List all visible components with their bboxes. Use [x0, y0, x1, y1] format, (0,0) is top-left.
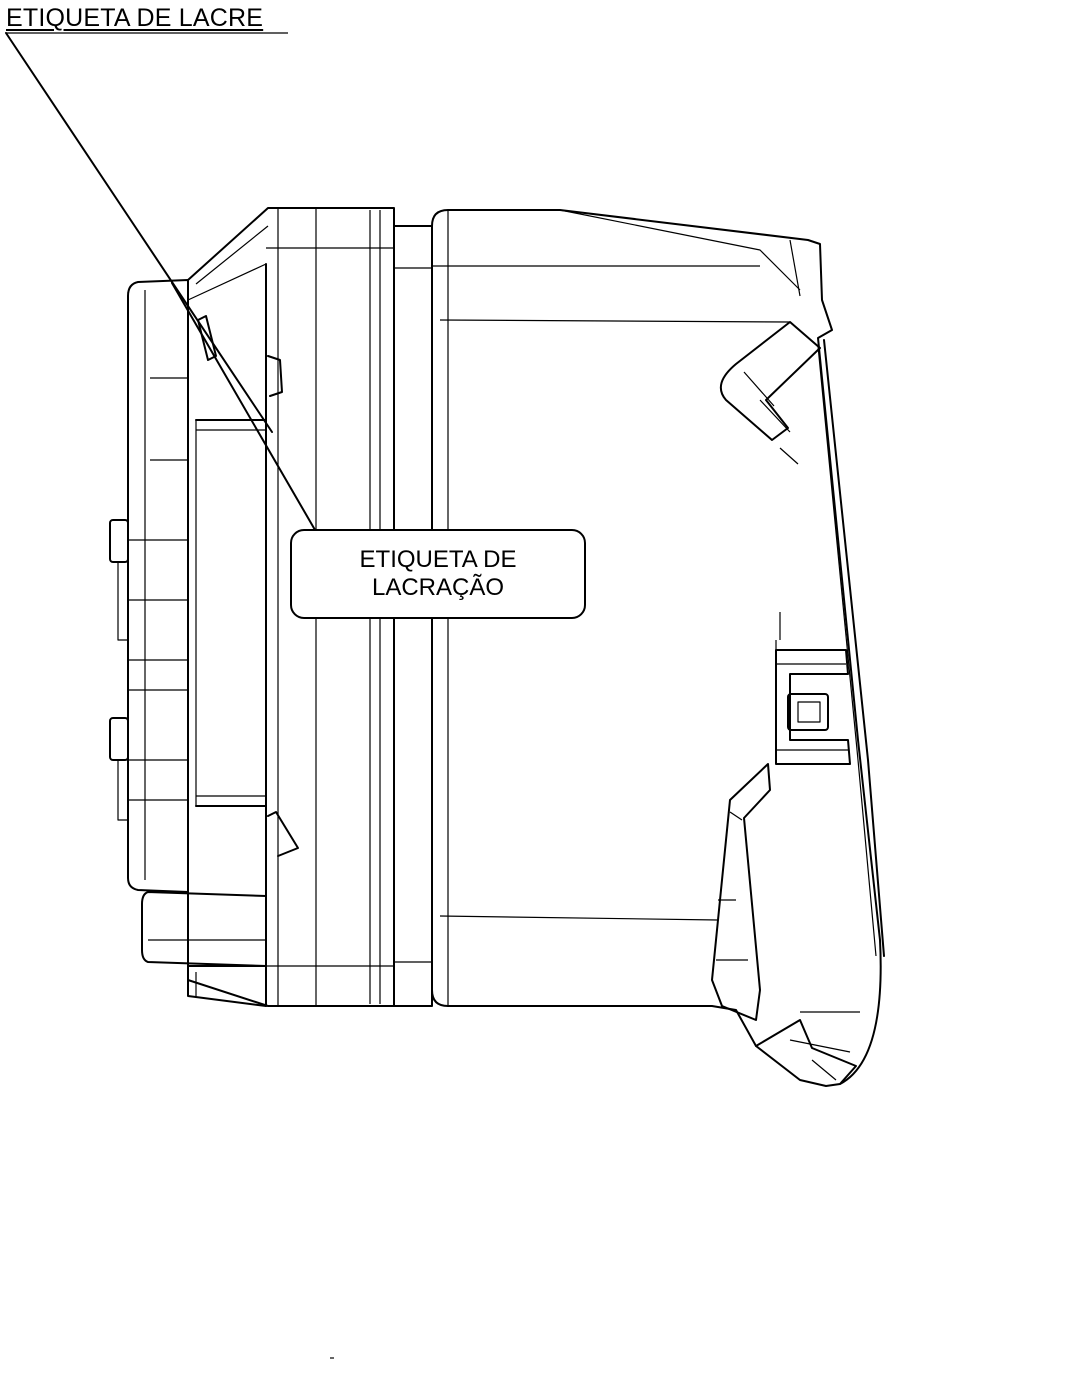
label-leader-line — [5, 32, 288, 433]
main-body — [431, 209, 885, 1087]
callout-arrow — [171, 282, 326, 548]
seal-label-title: ETIQUETA DE LACRE — [6, 4, 264, 32]
seal-callout-box: ETIQUETA DE LACRAÇÃO — [290, 529, 586, 619]
front-panel — [109, 279, 189, 893]
callout-text-line-2: LACRAÇÃO — [371, 574, 505, 601]
cover-frame — [141, 207, 395, 1007]
callout-text-line-1: ETIQUETA DE — [359, 546, 517, 573]
